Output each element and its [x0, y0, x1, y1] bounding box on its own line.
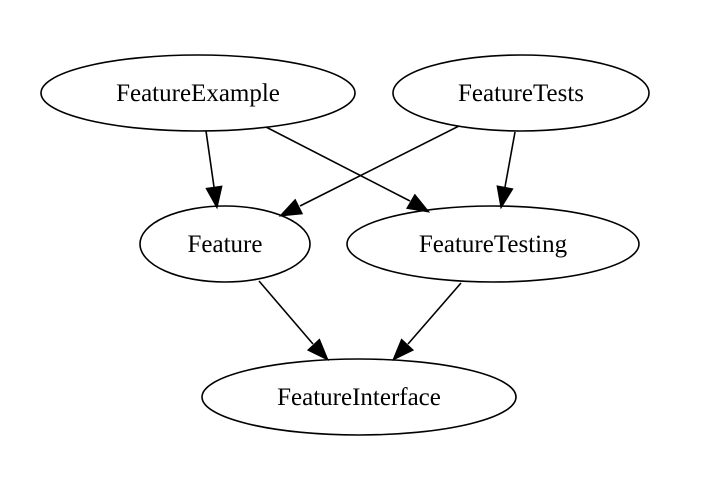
- edge-line: [258, 280, 314, 345]
- edge-feature-testing-to-feature-interface: [392, 282, 462, 362]
- arrowhead: [392, 338, 415, 362]
- edge-feature-to-feature-interface: [258, 280, 329, 362]
- edge-feature-example-to-feature-testing: [265, 126, 431, 213]
- node-feature-interface: FeatureInterface: [201, 358, 517, 436]
- node-label: FeatureTests: [458, 80, 584, 107]
- edge-line: [504, 131, 516, 188]
- node-feature-tests: FeatureTests: [392, 54, 650, 132]
- edge-feature-tests-to-feature-testing: [496, 131, 516, 210]
- node-ellipse: [40, 54, 356, 132]
- edge-line: [299, 125, 460, 207]
- node-feature-testing: FeatureTesting: [346, 205, 640, 283]
- arrowhead: [306, 338, 329, 362]
- node-label: Feature: [188, 231, 263, 258]
- edges-layer: [205, 125, 516, 362]
- node-label: FeatureTesting: [419, 231, 568, 258]
- node-feature-example: FeatureExample: [40, 54, 356, 132]
- node-ellipse: [346, 205, 640, 283]
- edge-feature-example-to-feature: [205, 130, 223, 210]
- node-ellipse: [392, 54, 650, 132]
- node-label: FeatureExample: [116, 80, 280, 107]
- node-ellipse: [139, 205, 311, 283]
- edge-feature-tests-to-feature: [278, 125, 460, 217]
- edge-line: [205, 130, 215, 188]
- arrowhead: [406, 193, 431, 213]
- arrowhead: [496, 185, 514, 210]
- node-ellipse: [201, 358, 517, 436]
- edge-line: [407, 282, 462, 345]
- arrowhead: [205, 185, 223, 210]
- edge-line: [265, 126, 411, 202]
- node-label: FeatureInterface: [277, 384, 441, 411]
- node-feature: Feature: [139, 205, 311, 283]
- arrowhead: [278, 198, 304, 217]
